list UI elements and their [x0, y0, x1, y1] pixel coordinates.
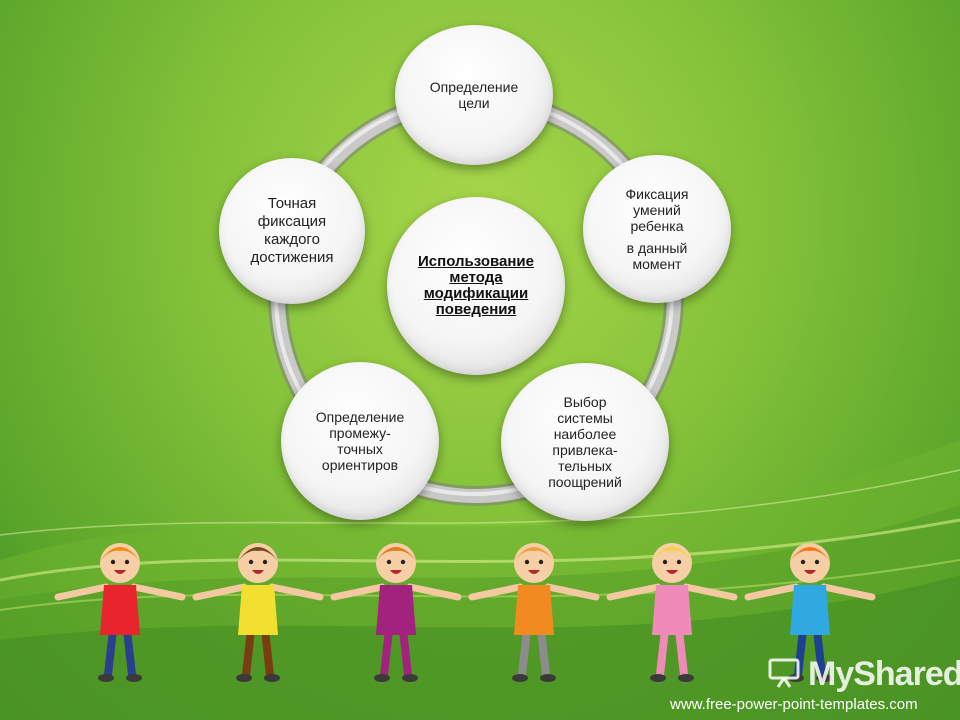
- node-achievement-fixation: Точная фиксация каждого достижения: [219, 158, 365, 304]
- child-figure: [606, 543, 738, 682]
- footer-url[interactable]: www.free-power-point-templates.com: [670, 696, 918, 713]
- child-figure: [330, 543, 462, 682]
- presentation-icon: [768, 658, 800, 688]
- watermark-text: MyShared: [808, 655, 960, 693]
- child-figure: [54, 543, 186, 682]
- node-skill-fixation: Фиксация умений ребенка в данный момент: [583, 155, 731, 303]
- center-node-text: Использование метода модификации поведен…: [418, 253, 534, 318]
- node-intermediate-milestones: Определение промежу- точных ориентиров: [281, 362, 439, 520]
- child-figure: [192, 543, 324, 682]
- node-reward-system: Выбор системы наиболее привлека- тельных…: [501, 363, 669, 521]
- child-figure: [468, 543, 600, 682]
- node-goal-definition: Определение цели: [395, 25, 553, 165]
- center-node: Использование метода модификации поведен…: [387, 197, 565, 375]
- children-illustration: [54, 543, 876, 682]
